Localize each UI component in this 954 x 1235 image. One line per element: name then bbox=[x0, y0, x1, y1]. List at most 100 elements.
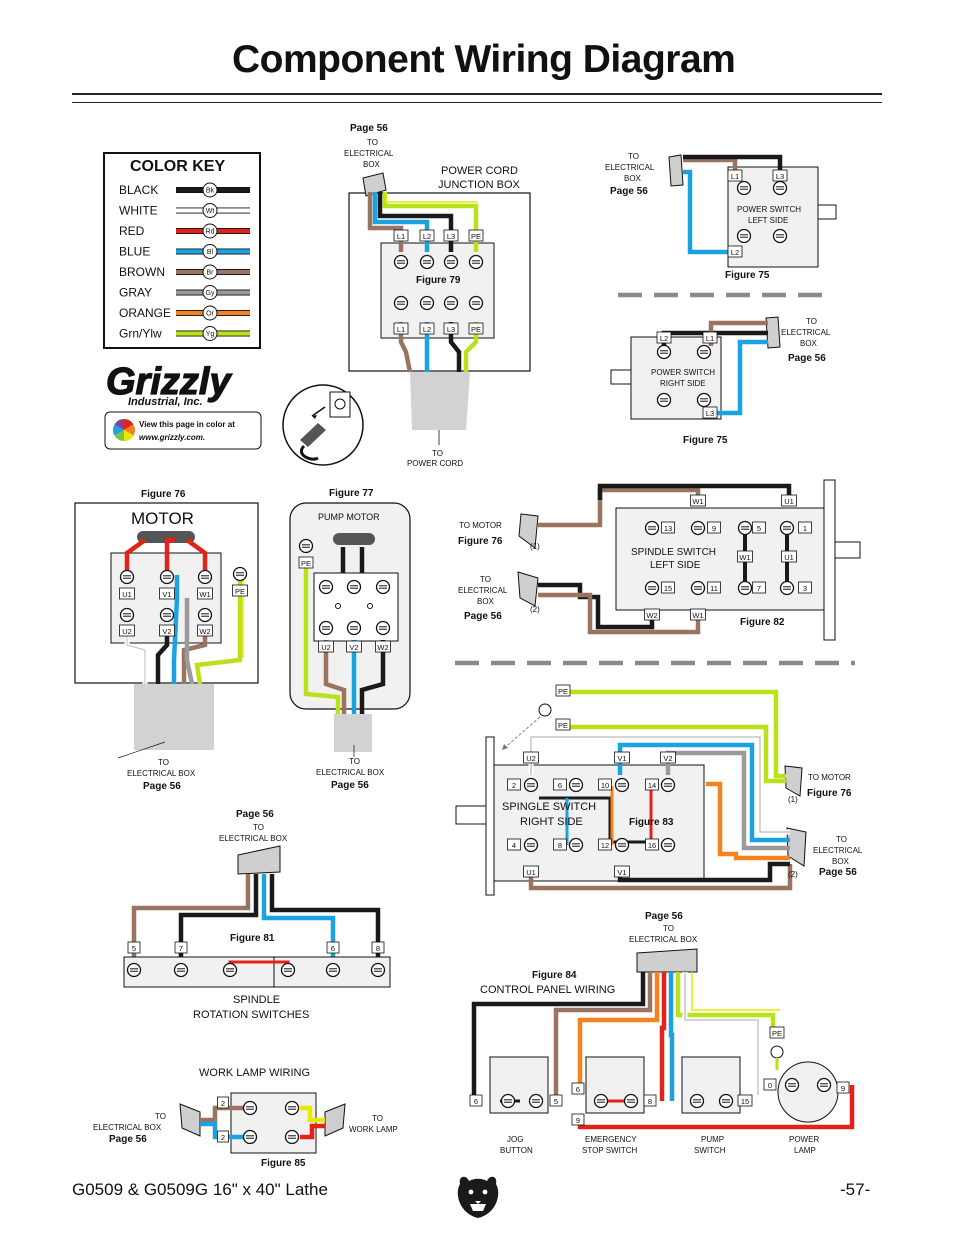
fig85-terminal: 2 bbox=[217, 1130, 229, 1143]
screw-terminal bbox=[523, 837, 539, 853]
fig75a-terminal-text: L3 bbox=[776, 172, 784, 181]
logo-brand: Grizzly bbox=[106, 361, 232, 403]
fig83-label2: RIGHT SIDE bbox=[520, 816, 583, 828]
fig79-title: POWER CORD bbox=[441, 165, 518, 177]
fig83-terminal-bottom: U1 bbox=[523, 865, 539, 878]
fig77-terminal-text: W2 bbox=[377, 643, 388, 652]
fig75a-terminal-text: L1 bbox=[731, 172, 739, 181]
fig75b-electrical: ELECTRICAL bbox=[781, 328, 831, 337]
fig82-terminal-bottom: W1 bbox=[690, 608, 706, 621]
fig82-box: BOX bbox=[477, 597, 495, 606]
fig79-terminal-bottom: L2 bbox=[419, 322, 435, 335]
fig76-terminal-top-text: U1 bbox=[122, 590, 132, 599]
fig76-title: MOTOR bbox=[131, 509, 194, 528]
fig83-electrical: ELECTRICAL bbox=[813, 846, 863, 855]
fig84-terminal-text: 15 bbox=[741, 1097, 749, 1106]
figure-85-work-lamp: WORK LAMP WIRING 22 TO ELECTRICAL BOX Pa… bbox=[93, 1067, 398, 1169]
fig84-lamp2: LAMP bbox=[794, 1146, 816, 1155]
color-key-abbr: Br bbox=[207, 270, 215, 277]
figure-77-pump-motor: Figure 77 PUMP MOTOR TO ELECTRICAL BOX P… bbox=[289, 488, 411, 791]
fig82-terminal-number-text: 5 bbox=[757, 524, 761, 533]
fig79-to: TO bbox=[367, 138, 378, 147]
fig83-terminal-number: 12 bbox=[598, 838, 612, 851]
fig75a-to: TO bbox=[628, 152, 639, 161]
fig79-box: BOX bbox=[363, 160, 381, 169]
screw-terminal bbox=[690, 580, 706, 596]
fig83-terminal-pe-text: PE bbox=[558, 687, 568, 696]
fig84-terminal: 15 bbox=[737, 1094, 753, 1107]
fig82-n2: (2) bbox=[530, 605, 540, 614]
fig79-terminal-bottom: PE bbox=[468, 322, 484, 335]
fig84-terminal-text: 5 bbox=[554, 1097, 558, 1106]
screw-terminal bbox=[690, 520, 706, 536]
fig81-terminal: 7 bbox=[174, 941, 188, 954]
fig85-terminal-text: 2 bbox=[221, 1099, 225, 1108]
fig82-terminal-number: 13 bbox=[661, 521, 675, 534]
fig79-terminal-top: L2 bbox=[419, 229, 435, 242]
fig83-terminal-top: V2 bbox=[660, 751, 676, 764]
fig83-terminal-number-text: 2 bbox=[512, 781, 516, 790]
fig83-terminal-number-text: 8 bbox=[558, 841, 562, 850]
fig77-title: PUMP MOTOR bbox=[318, 512, 380, 522]
fig84-to: TO bbox=[663, 924, 674, 933]
fig79-terminal-bottom: L1 bbox=[393, 322, 409, 335]
fig83-terminal-top: V1 bbox=[614, 751, 630, 764]
screw-terminal bbox=[318, 620, 334, 636]
screw-terminal bbox=[656, 392, 672, 408]
fig83-terminal-number: 6 bbox=[553, 778, 567, 791]
fig83-terminal-number-text: 16 bbox=[648, 841, 656, 850]
fig82-figure: Figure 82 bbox=[740, 617, 785, 628]
fig81-terminal: 8 bbox=[371, 941, 385, 954]
fig84-jog1: JOG bbox=[507, 1135, 523, 1144]
fig83-terminal-number: 10 bbox=[598, 778, 612, 791]
fig75b-terminal-text: L2 bbox=[660, 334, 668, 343]
fig83-terminal-top-text: V1 bbox=[617, 754, 626, 763]
fig85-figure: Figure 85 bbox=[261, 1158, 306, 1169]
fig79-terminal-top-text: L3 bbox=[447, 232, 455, 241]
screw-terminal bbox=[318, 579, 334, 595]
fig84-terminal-text: 9 bbox=[576, 1116, 580, 1125]
color-key-name: RED bbox=[119, 224, 145, 238]
fig84-pump1: PUMP bbox=[701, 1135, 724, 1144]
fig82-terminal-number: 11 bbox=[707, 581, 721, 594]
screw-terminal bbox=[816, 1077, 832, 1093]
color-key-abbr: Bl bbox=[207, 249, 214, 256]
screw-terminal bbox=[718, 1093, 734, 1109]
fig84-terminal-text: 9 bbox=[841, 1084, 845, 1093]
fig84-terminal: 9 bbox=[571, 1113, 585, 1126]
fig75b-figure: Figure 75 bbox=[683, 435, 728, 446]
fig79-to-power-1: TO bbox=[432, 449, 443, 458]
screw-terminal bbox=[614, 777, 630, 793]
screw-terminal bbox=[779, 520, 795, 536]
fig82-to: TO bbox=[480, 575, 491, 584]
fig83-to-motor: TO MOTOR bbox=[808, 773, 851, 782]
page-title: Component Wiring Diagram bbox=[232, 38, 736, 81]
fig83-n2: (2) bbox=[788, 870, 798, 879]
color-key-abbr: Yg bbox=[206, 331, 215, 338]
fig76-terminal-bottom-text: V2 bbox=[162, 627, 171, 636]
fig75a-terminal: L2 bbox=[727, 245, 743, 258]
fig83-terminal-number-text: 10 bbox=[601, 781, 609, 790]
screw-terminal bbox=[419, 295, 435, 311]
fig84-terminal: 8 bbox=[643, 1094, 657, 1107]
fig79-terminal-top: PE bbox=[468, 229, 484, 242]
fig82-label1: SPINDLE SWITCH bbox=[631, 547, 716, 558]
fig83-terminal-pe-text: PE bbox=[558, 721, 568, 730]
screw-terminal bbox=[737, 580, 753, 596]
fig83-terminal-bottom-text: V1 bbox=[617, 868, 626, 877]
fig82-terminal-number: 5 bbox=[752, 521, 766, 534]
screw-terminal bbox=[593, 1093, 609, 1109]
screw-terminal bbox=[126, 962, 142, 978]
fig82-terminal-number-text: 9 bbox=[712, 524, 716, 533]
fig83-terminal-top-text: V2 bbox=[663, 754, 672, 763]
fig75b-terminal: L2 bbox=[656, 331, 672, 344]
fig76-terminal-top: W1 bbox=[197, 587, 213, 600]
screw-terminal bbox=[346, 620, 362, 636]
screw-terminal bbox=[159, 607, 175, 623]
screw-terminal bbox=[468, 254, 484, 270]
fig82-terminal-top-text: W1 bbox=[692, 497, 703, 506]
fig84-estop2: STOP SWITCH bbox=[582, 1146, 637, 1155]
